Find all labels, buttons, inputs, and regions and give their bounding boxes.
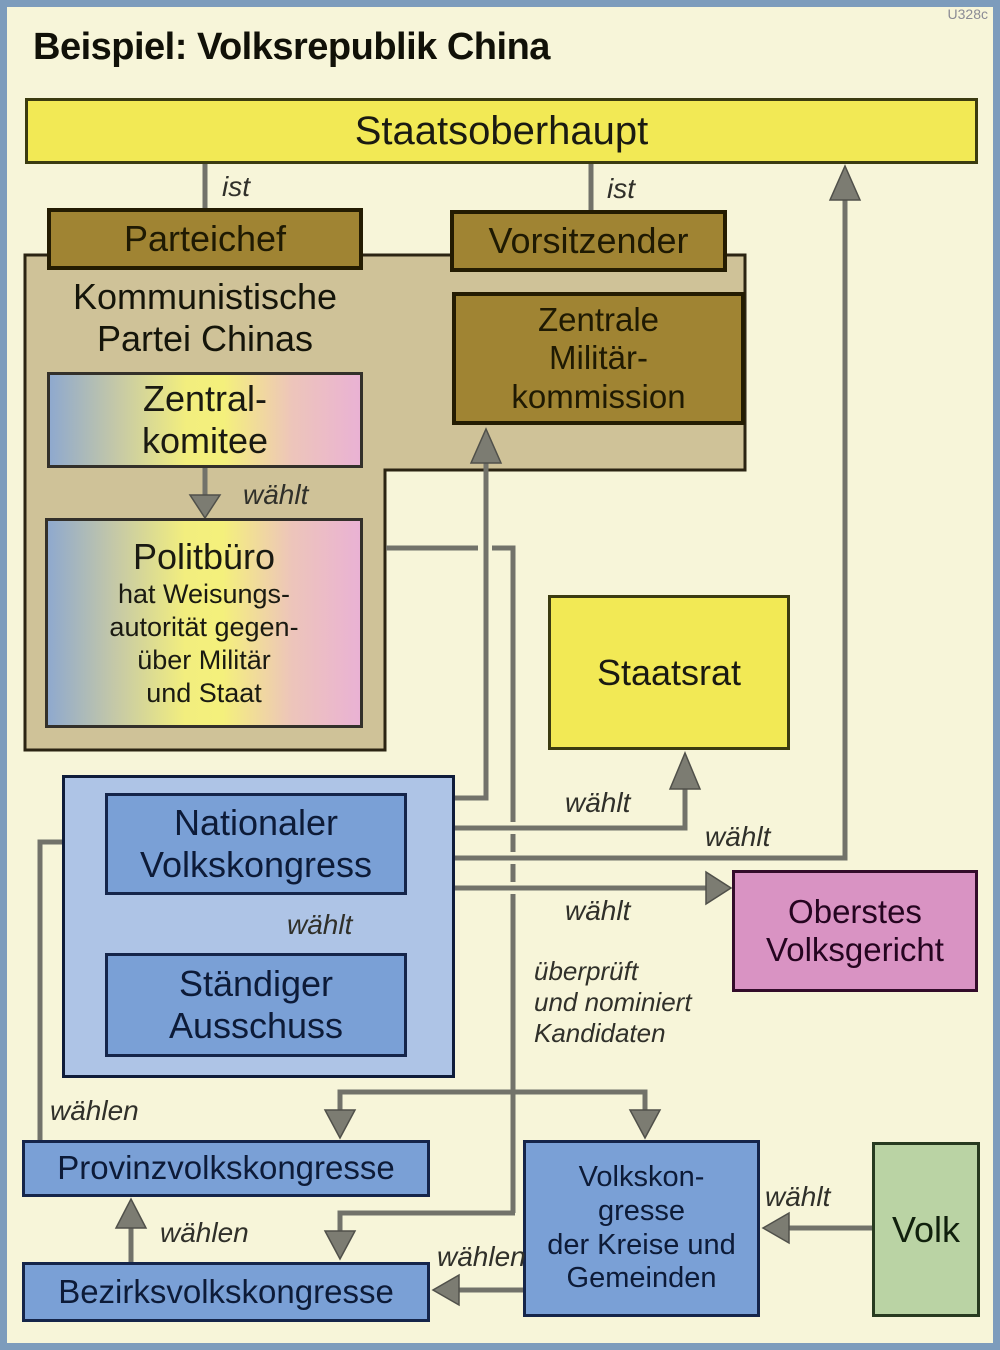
label-waehlt-staatsoberhaupt: wählt bbox=[705, 821, 771, 852]
node-kommunistische-partei: Kommunistische Partei Chinas bbox=[72, 276, 338, 360]
label-waehlt-staatsrat: wählt bbox=[565, 787, 631, 818]
node-zentralkomitee: Zentral- komitee bbox=[47, 372, 363, 468]
node-kreisvolkskongresse: Volkskon- gresse der Kreise und Gemeinde… bbox=[523, 1140, 760, 1317]
node-parteichef: Parteichef bbox=[47, 208, 363, 270]
node-vorsitzender: Vorsitzender bbox=[450, 210, 727, 272]
node-provinzvolkskongresse: Provinzvolkskongresse bbox=[22, 1140, 430, 1197]
label-ist-parteichef: ist bbox=[222, 171, 250, 202]
node-nationaler-volkskongress: Nationaler Volkskongress bbox=[105, 793, 407, 895]
sheet-code: U328c bbox=[947, 6, 988, 22]
edge-nominiert-bezirk bbox=[337, 1210, 515, 1232]
label-ueberprueft: überprüft und nominiert Kandidaten bbox=[534, 956, 692, 1049]
node-bezirksvolkskongresse: Bezirksvolkskongresse bbox=[22, 1262, 430, 1322]
label-waehlen-bezirk: wählen bbox=[160, 1217, 249, 1248]
edge-nominiert-branch bbox=[337, 1089, 648, 1110]
edge-nvk-staatsrat bbox=[407, 787, 688, 831]
arrowhead-militaer bbox=[469, 427, 503, 464]
node-militaerkommission: Zentrale Militär- kommission bbox=[452, 292, 745, 425]
node-politbuero: Politbüro hat Weisungs- autorität gegen-… bbox=[45, 518, 363, 728]
label-waehlt-volk: wählt bbox=[765, 1181, 831, 1212]
arrowhead-staatsoberhaupt bbox=[828, 164, 862, 201]
arrowhead-volksgericht bbox=[705, 870, 733, 906]
label-waehlen-provinz: wählen bbox=[50, 1095, 139, 1126]
arrowhead-kreise-down bbox=[628, 1109, 662, 1140]
node-staendiger-ausschuss: Ständiger Ausschuss bbox=[105, 953, 407, 1057]
edge-nvk-militaer bbox=[407, 460, 489, 801]
arrowhead-bezirk-down bbox=[323, 1230, 357, 1261]
arrowhead-volk-kreise bbox=[761, 1211, 790, 1245]
label-waehlt-ausschuss: wählt bbox=[287, 909, 353, 940]
label-waehlt-zentralkomitee: wählt bbox=[243, 479, 309, 510]
label-ist-vorsitzender: ist bbox=[607, 173, 635, 204]
arrowhead-kreise-bezirk bbox=[431, 1273, 460, 1307]
node-oberstes-volksgericht: Oberstes Volksgericht bbox=[732, 870, 978, 992]
edge-nvk-staatsoberhaupt bbox=[407, 198, 848, 861]
node-volk: Volk bbox=[872, 1142, 980, 1317]
label-waehlt-volksgericht: wählt bbox=[565, 895, 631, 926]
label-waehlen-kreise: wählen bbox=[437, 1241, 526, 1272]
arrowhead-zk-politbuero bbox=[188, 494, 222, 520]
arrowhead-provinz-down bbox=[323, 1109, 357, 1140]
node-staatsrat: Staatsrat bbox=[548, 595, 790, 750]
edge-politbuero-v1 bbox=[492, 545, 516, 822]
node-staatsoberhaupt: Staatsoberhaupt bbox=[25, 98, 978, 164]
arrowhead-bezirk-up bbox=[114, 1197, 148, 1229]
page-title: Beispiel: Volksrepublik China bbox=[33, 26, 550, 68]
arrowhead-staatsrat bbox=[668, 751, 702, 790]
